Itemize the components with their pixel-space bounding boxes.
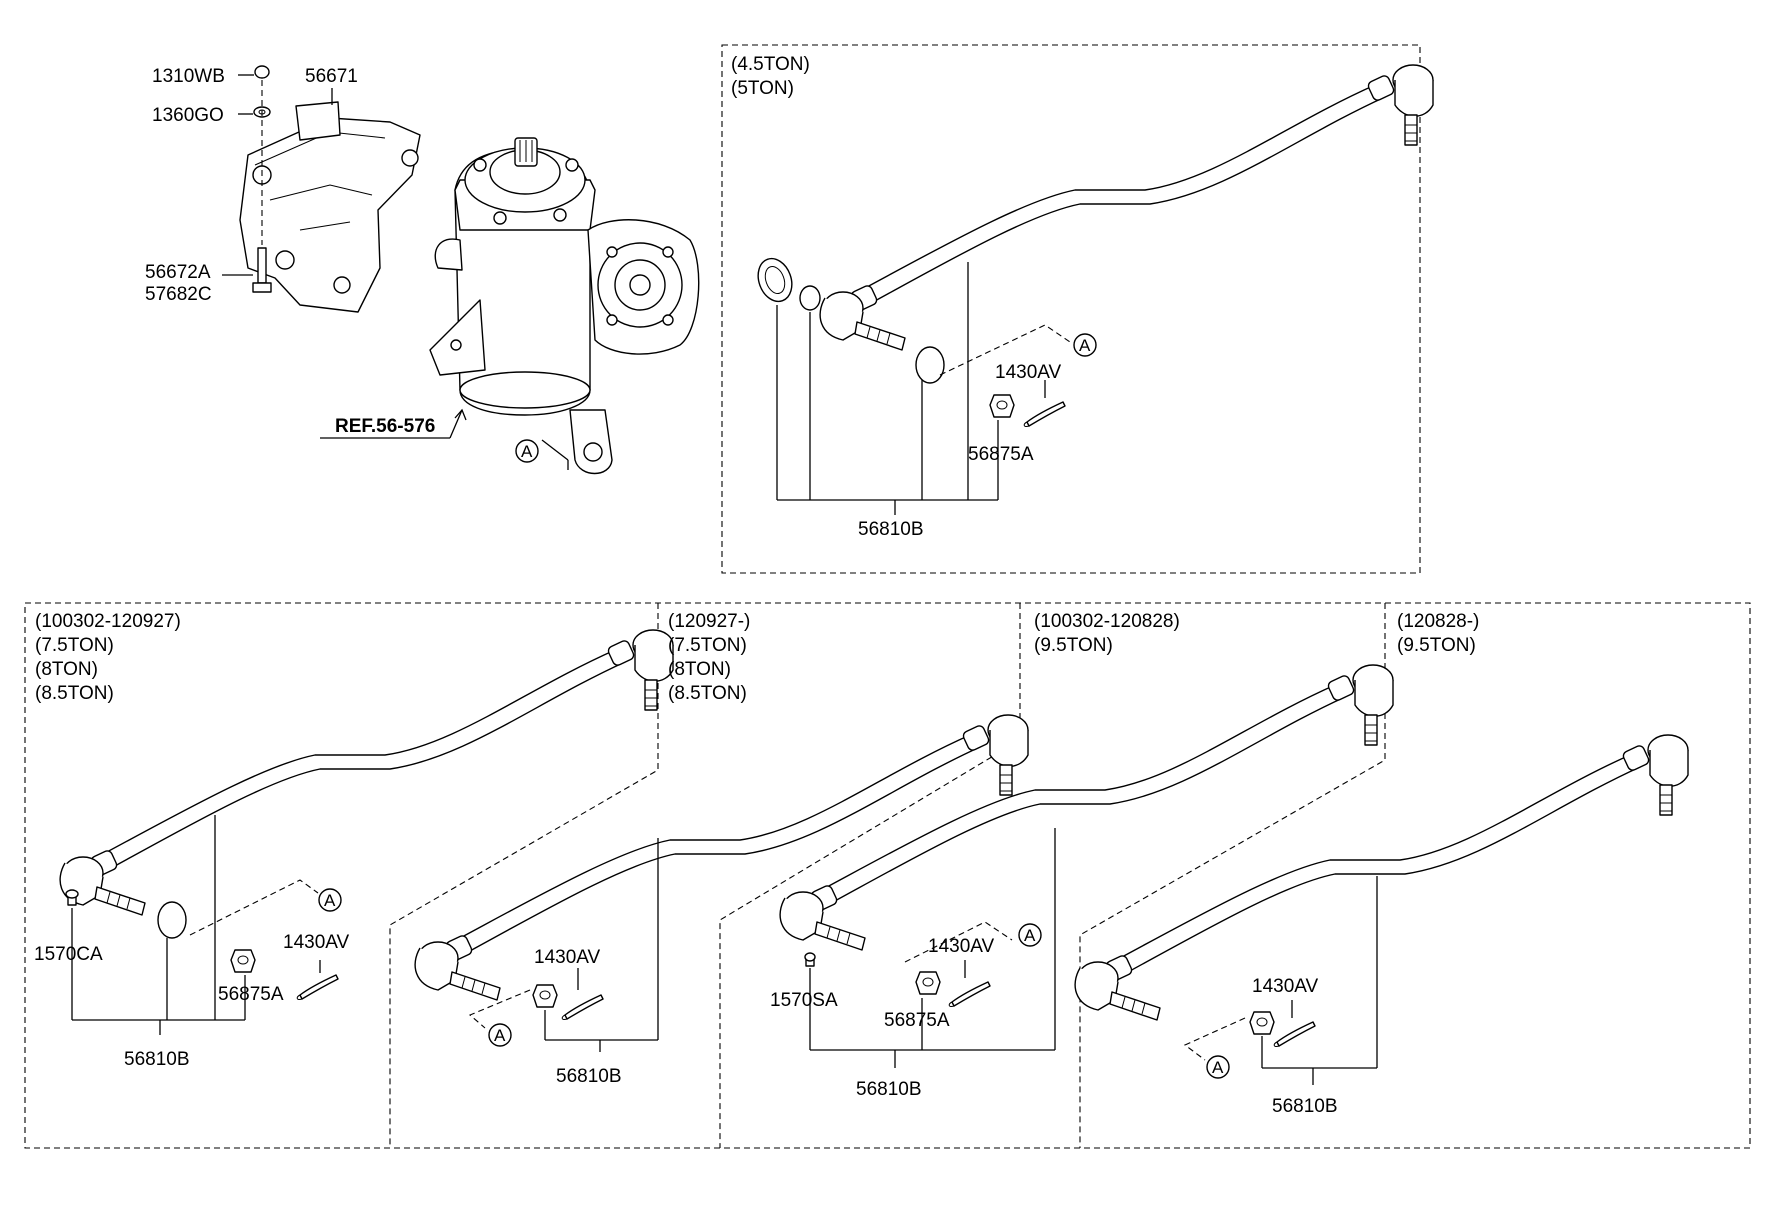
label-b1-fitting: 1570CA (34, 944, 103, 965)
variant-b1-line-1: (100302-120927) (35, 611, 181, 632)
variant-b2-line-1: (120927-) (668, 611, 750, 632)
label-b3-assy: 56810B (856, 1079, 922, 1100)
label-b1-nut: 56875A (218, 984, 284, 1005)
ref-label: REF.56-576 (335, 416, 435, 437)
variant-b3-line-1: (100302-120828) (1034, 611, 1180, 632)
label-b3-cotter: 1430AV (928, 936, 995, 957)
label-56672a: 56672A (145, 262, 211, 283)
panel-b3: (100302-120828) (9.5TON) A 1570SA 1430AV… (770, 611, 1394, 1100)
variant-b2-line-4: (8.5TON) (668, 683, 747, 704)
label-b3-fitting: 1570SA (770, 990, 838, 1011)
variant-b4-line-1: (120828-) (1397, 611, 1479, 632)
label-top-nut: 56875A (968, 444, 1034, 465)
label-b1-assy: 56810B (124, 1049, 190, 1070)
marker-a-gearbox: A (521, 442, 533, 461)
marker-a-b4: A (1212, 1058, 1224, 1077)
steering-gearbox-group: 1310WB 1360GO 56671 56672A 57682C REF.56… (145, 65, 700, 475)
variant-b2-line-2: (7.5TON) (668, 635, 747, 656)
label-b4-cotter: 1430AV (1252, 976, 1319, 997)
variant-b3-line-2: (9.5TON) (1034, 635, 1113, 656)
steering-gearbox-illustration (239, 65, 700, 475)
marker-a-b1: A (324, 891, 336, 910)
variant-top-line-2: (5TON) (731, 78, 794, 99)
variant-top-line-1: (4.5TON) (731, 54, 810, 75)
variant-b1-line-3: (8TON) (35, 659, 98, 680)
label-top-assy: 56810B (858, 519, 924, 540)
panel-b1: (100302-120927) (7.5TON) (8TON) (8.5TON)… (34, 611, 674, 1070)
marker-a-b3: A (1024, 926, 1036, 945)
panel-top-4-5-5ton: (4.5TON) (5TON) A 1430AV 56875A 56810B (721, 44, 1434, 574)
label-b2-assy: 56810B (556, 1066, 622, 1087)
variant-b2-line-3: (8TON) (668, 659, 731, 680)
label-b1-cotter: 1430AV (283, 932, 350, 953)
bottom-panels-frame (24, 602, 1751, 1149)
variant-b1-line-2: (7.5TON) (35, 635, 114, 656)
label-56671: 56671 (305, 66, 358, 87)
tie-rod-illustration-b3 (779, 664, 1394, 951)
label-b3-nut: 56875A (884, 1010, 950, 1031)
label-b4-assy: 56810B (1272, 1096, 1338, 1117)
label-1310wb: 1310WB (152, 66, 225, 87)
label-b2-cotter: 1430AV (534, 947, 601, 968)
marker-a-b2: A (494, 1026, 506, 1045)
tie-rod-illustration-top (819, 64, 1434, 351)
variant-b4-line-2: (9.5TON) (1397, 635, 1476, 656)
label-1360go: 1360GO (152, 105, 224, 126)
panel-b2: (120927-) (7.5TON) (8TON) (8.5TON) A 143… (414, 611, 1029, 1087)
panel-b4: (120828-) (9.5TON) A 1430AV 56810B (1074, 611, 1689, 1117)
label-top-cotter: 1430AV (995, 362, 1062, 383)
label-57682c: 57682C (145, 284, 212, 305)
variant-b1-line-4: (8.5TON) (35, 683, 114, 704)
marker-a-top: A (1079, 336, 1091, 355)
tie-rod-illustration-b1 (59, 629, 674, 916)
